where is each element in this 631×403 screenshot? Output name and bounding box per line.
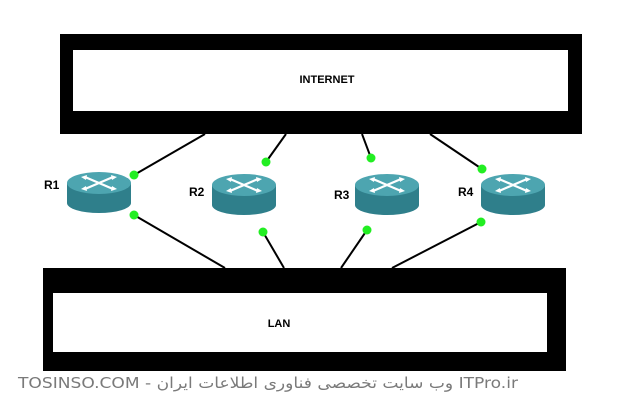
link-r1-lan — [133, 214, 226, 269]
router-icon — [355, 174, 419, 215]
port-indicators — [129, 153, 487, 237]
router-label-r1: R1 — [44, 178, 60, 192]
link-r1-internet — [133, 133, 206, 176]
router-icon — [481, 174, 545, 215]
router-label-r3: R3 — [334, 188, 350, 202]
link-r4-internet — [429, 133, 483, 170]
port-r4-wan — [477, 164, 487, 174]
port-r4-lan — [476, 217, 486, 227]
router-r2[interactable] — [212, 174, 276, 215]
port-r3-wan — [366, 153, 376, 163]
router-icon — [67, 172, 131, 213]
router-r1[interactable] — [67, 172, 131, 213]
link-r2-internet — [265, 133, 287, 163]
port-r3-lan — [362, 225, 372, 235]
wan-links — [133, 133, 483, 176]
port-r1-wan — [129, 170, 139, 180]
router-icon — [212, 174, 276, 215]
link-r2-lan — [262, 231, 285, 269]
router-r3[interactable] — [355, 174, 419, 215]
link-r4-lan — [391, 221, 482, 269]
link-r3-lan — [340, 229, 368, 269]
port-r2-wan — [261, 157, 271, 167]
port-r2-lan — [258, 227, 268, 237]
lan-segment-box: LAN — [43, 268, 566, 371]
internet-cloud-box: INTERNET — [60, 34, 582, 134]
internet-label: INTERNET — [300, 74, 355, 86]
router-label-r4: R4 — [458, 185, 474, 199]
lan-label: LAN — [268, 318, 291, 330]
router-r4[interactable] — [481, 174, 545, 215]
watermark-text: TOSINSO.COM - وب سایت تخصصی فناوری اطلاع… — [17, 374, 519, 392]
router-label-r2: R2 — [189, 185, 205, 199]
port-r1-lan — [129, 210, 139, 220]
lan-links — [133, 214, 482, 269]
